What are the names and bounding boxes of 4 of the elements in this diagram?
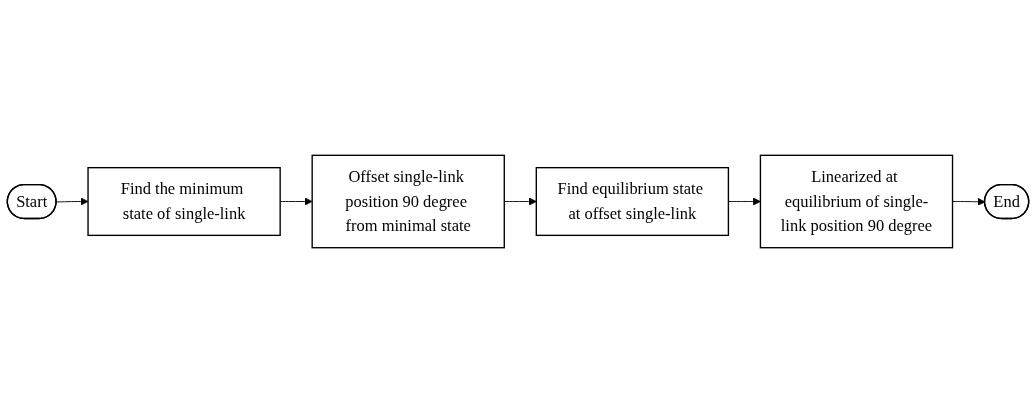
node-box: Find equilibrium state at offset single-link (535, 166, 730, 237)
node-box: Find the minimum state of single-link (87, 166, 281, 237)
node-box: Linearized at equilibrium of single-link position 90 degree (759, 154, 954, 249)
node-box: Offset single-link position 90 degree from minimal state (311, 154, 505, 249)
